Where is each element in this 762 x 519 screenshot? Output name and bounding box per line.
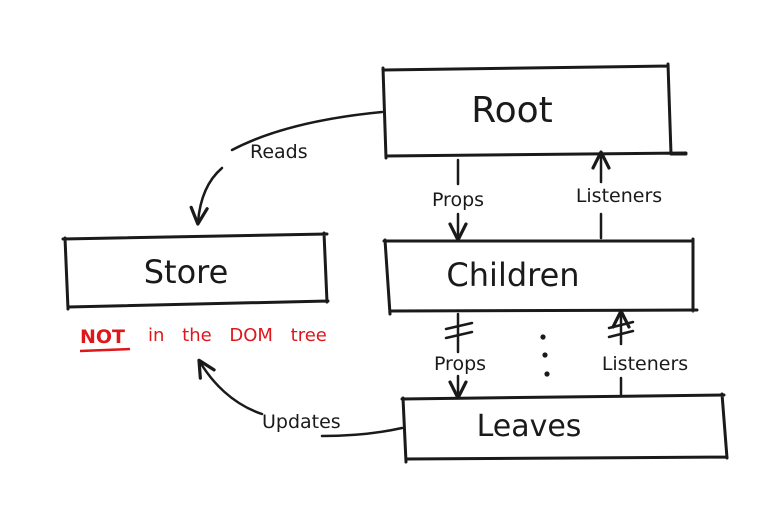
props-bottom-edge: Props	[434, 312, 486, 400]
note-emphasis: NOT	[80, 326, 125, 348]
dom-note: NOT in the DOM tree	[79, 325, 327, 353]
children-label: Children	[446, 256, 579, 294]
props-bottom-break-icon	[444, 321, 474, 340]
listeners-bottom-edge: Listeners	[602, 309, 688, 396]
props-top-label: Props	[432, 189, 484, 211]
listeners-top-label: Listeners	[576, 185, 662, 207]
listeners-top-edge: Listeners	[576, 150, 662, 240]
reads-edge: Reads	[189, 110, 384, 226]
updates-arrow	[197, 358, 264, 416]
leaves-label: Leaves	[477, 409, 582, 444]
children-node: Children	[382, 237, 699, 316]
updates-label: Updates	[262, 411, 341, 433]
store-node: Store	[61, 231, 330, 311]
root-node: Root	[381, 62, 688, 160]
updates-line-right	[320, 426, 404, 438]
note-text: in the DOM tree	[148, 325, 327, 346]
props-bottom-label: Props	[434, 353, 486, 375]
reads-arrow	[189, 166, 224, 226]
reads-line-upper	[230, 110, 384, 152]
store-label: Store	[144, 253, 229, 291]
props-top-edge: Props	[432, 158, 484, 242]
leaves-node: Leaves	[400, 392, 729, 464]
listeners-bottom-break-icon	[607, 320, 635, 339]
reads-label: Reads	[250, 141, 308, 163]
updates-edge: Updates	[197, 358, 404, 438]
ellipsis-icon	[540, 334, 550, 377]
note-underline	[79, 347, 131, 353]
listeners-bottom-label: Listeners	[602, 353, 688, 375]
root-label: Root	[471, 90, 553, 131]
